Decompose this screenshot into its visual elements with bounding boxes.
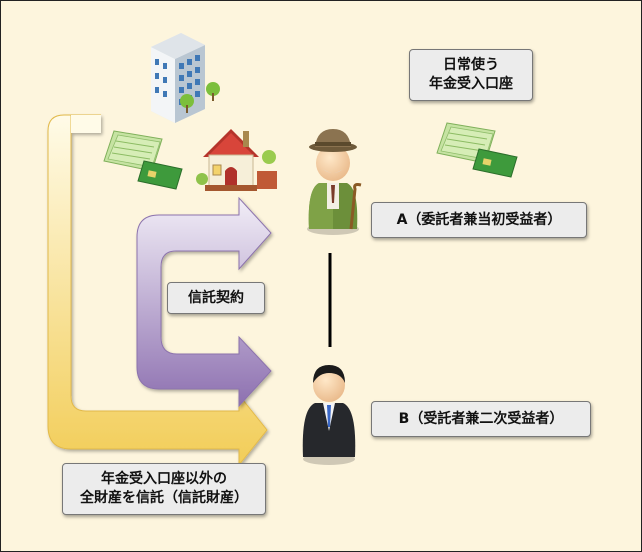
money-card-icon xyxy=(103,130,183,190)
office-building-icon xyxy=(151,33,220,123)
trust-property-label: 年金受入口座以外の 全財産を信託（信託財産） xyxy=(62,463,266,515)
businessman-icon xyxy=(302,365,356,465)
house-icon xyxy=(196,129,277,191)
money-card-icon-right xyxy=(436,122,518,178)
yellow-transfer-arrow xyxy=(47,114,268,467)
person-b-label: B（受託者兼二次受益者） xyxy=(371,401,591,437)
elderly-man-icon xyxy=(307,129,362,235)
trust-contract-label: 信託契約 xyxy=(167,282,265,314)
person-a-label: A（委託者兼当初受益者） xyxy=(371,202,587,238)
pension-account-label: 日常使う 年金受入口座 xyxy=(409,49,533,101)
purple-contract-arrow xyxy=(136,196,272,408)
